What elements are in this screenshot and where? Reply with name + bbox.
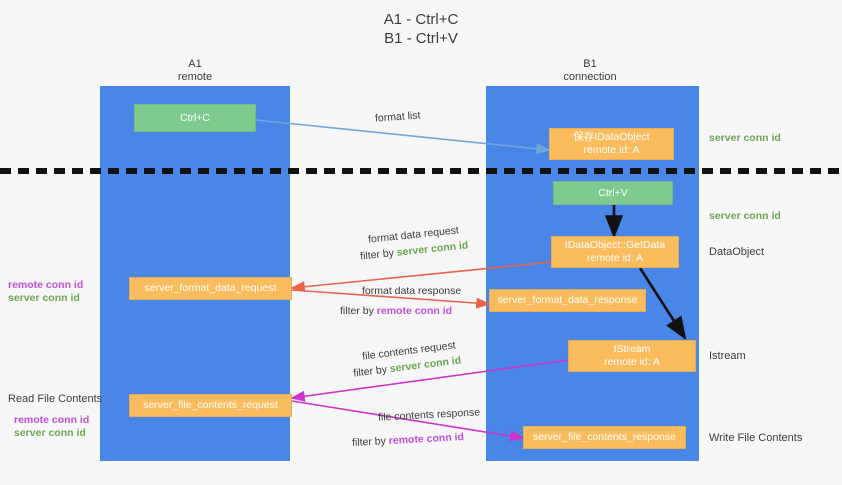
filter-value: remote conn id: [376, 305, 453, 317]
node-istream-label: IStream: [613, 343, 651, 355]
right-label-server-conn-id-top: server conn id: [709, 132, 781, 144]
filter-value: remote conn id: [388, 431, 465, 447]
edge-label-format-list: format list: [374, 109, 421, 125]
node-server-file-contents-response[interactable]: server_file_contents_response: [523, 426, 686, 449]
node-ctrl-v[interactable]: Ctrl+V: [553, 181, 673, 205]
column-header-b1: B1 connection: [510, 58, 670, 84]
column-header-a1: A1 remote: [115, 58, 275, 84]
column-header-b1-name: B1: [583, 58, 597, 70]
left-label-remote-conn-id-lower: remote conn id: [14, 414, 90, 426]
right-label-write-file-contents: Write File Contents: [709, 432, 803, 444]
node-server-format-data-response[interactable]: server_format_data_response: [489, 289, 646, 312]
left-label-read-file-contents: Read File Contents: [8, 393, 103, 405]
right-label-dataobject: DataObject: [709, 246, 765, 258]
node-istream[interactable]: IStream remote id: A: [568, 340, 696, 372]
node-idataobject-getdata-label: IDataObject::GetData: [564, 239, 666, 251]
right-label-server-conn-id-second: server conn id: [709, 210, 781, 222]
node-server-format-data-request[interactable]: server_format_data_request: [129, 277, 292, 300]
filter-prefix: filter by: [340, 305, 377, 317]
node-idataobject-save-label: 保存IDataObject: [573, 131, 650, 143]
edge-label-format-data-response: format data response: [362, 285, 462, 297]
node-idataobject-getdata-sub: remote id: A: [586, 252, 644, 264]
page-title: A1 - Ctrl+C B1 - Ctrl+V: [0, 10, 842, 48]
node-istream-sub: remote id: A: [603, 356, 661, 368]
node-ctrl-c-label: Ctrl+C: [179, 111, 211, 124]
left-label-server-conn-id-upper: server conn id: [8, 292, 80, 304]
edge-label-file-contents-response-filter: filter by remote conn id: [352, 431, 465, 450]
filter-prefix: filter by: [359, 246, 398, 263]
phase-divider: [0, 168, 842, 174]
node-server-format-data-request-label: server_format_data_request: [144, 282, 277, 294]
edge-label-format-data-response-filter: filter by remote conn id: [340, 305, 452, 318]
node-server-file-contents-request-label: server_file_contents_request: [143, 399, 278, 411]
node-server-file-contents-request[interactable]: server_file_contents_request: [129, 394, 292, 417]
node-idataobject-save-sub: remote id: A: [583, 144, 640, 156]
title-line-2: B1 - Ctrl+V: [384, 30, 458, 47]
left-label-remote-conn-id-upper: remote conn id: [8, 279, 84, 291]
right-label-istream: Istream: [709, 350, 746, 362]
left-label-server-conn-id-lower: server conn id: [14, 427, 86, 439]
node-ctrl-c[interactable]: Ctrl+C: [134, 104, 256, 132]
node-server-file-contents-response-label: server_file_contents_response: [532, 431, 676, 443]
title-line-1: A1 - Ctrl+C: [383, 11, 459, 28]
node-ctrl-v-label: Ctrl+V: [598, 186, 628, 199]
filter-prefix: filter by: [351, 435, 390, 449]
node-idataobject-save[interactable]: 保存IDataObject remote id: A: [549, 128, 674, 160]
column-header-a1-sub: remote: [177, 71, 213, 83]
column-header-a1-name: A1: [188, 58, 202, 70]
node-server-format-data-response-label: server_format_data_response: [497, 294, 638, 306]
node-idataobject-getdata[interactable]: IDataObject::GetData remote id: A: [551, 236, 679, 268]
filter-prefix: filter by: [352, 363, 391, 380]
column-header-b1-sub: connection: [563, 71, 617, 83]
edge-label-file-contents-response: file contents response: [377, 406, 481, 424]
